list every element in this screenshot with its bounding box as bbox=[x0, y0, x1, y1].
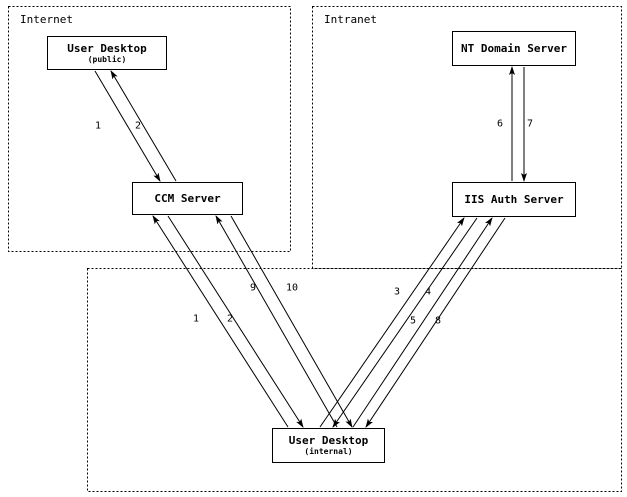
zone-label-intranet: Intranet bbox=[324, 13, 377, 26]
flow-label-flow-1-internal: 1 bbox=[192, 313, 200, 325]
node-title-iis-auth-server: IIS Auth Server bbox=[464, 193, 564, 206]
arrow-flow-3 bbox=[319, 217, 465, 428]
node-ccm-server[interactable]: CCM Server bbox=[132, 182, 243, 215]
arrow-flow-10 bbox=[230, 215, 353, 428]
flow-label-flow-7: 7 bbox=[526, 118, 534, 130]
arrow-flow-4 bbox=[332, 217, 478, 428]
flow-label-flow-5: 5 bbox=[409, 315, 417, 327]
flow-label-flow-6: 6 bbox=[496, 118, 504, 130]
zone-boundary-internet bbox=[8, 6, 291, 252]
node-title-user-desktop-internal: User Desktop bbox=[288, 434, 369, 447]
node-title-ccm-server: CCM Server bbox=[154, 192, 221, 205]
arrow-flow-8 bbox=[365, 217, 506, 428]
flow-label-flow-1-public: 1 bbox=[94, 120, 102, 132]
arrow-flow-2-internal bbox=[167, 215, 304, 428]
node-user-desktop-public[interactable]: User Desktop(public) bbox=[47, 36, 167, 70]
node-user-desktop-internal[interactable]: User Desktop(internal) bbox=[272, 428, 385, 463]
arrow-flow-5 bbox=[352, 217, 493, 428]
flow-label-flow-8: 8 bbox=[434, 315, 442, 327]
flow-label-flow-4: 4 bbox=[424, 286, 432, 298]
flow-label-flow-9: 9 bbox=[249, 282, 257, 294]
node-subtitle-user-desktop-public: (public) bbox=[87, 54, 127, 64]
flow-label-flow-3: 3 bbox=[393, 286, 401, 298]
node-subtitle-user-desktop-internal: (internal) bbox=[304, 447, 353, 456]
flow-label-flow-2-internal: 2 bbox=[226, 313, 234, 325]
node-iis-auth-server[interactable]: IIS Auth Server bbox=[452, 182, 576, 217]
arrow-flow-1-internal bbox=[152, 215, 289, 428]
flow-label-flow-2-public: 2 bbox=[134, 120, 142, 132]
arrow-flow-2-public bbox=[110, 70, 177, 182]
flow-label-flow-10: 10 bbox=[285, 282, 299, 294]
arrow-flow-9 bbox=[215, 215, 338, 428]
zone-boundary-internal bbox=[87, 268, 622, 492]
zone-label-internet: Internet bbox=[20, 13, 73, 26]
zone-boundary-intranet bbox=[312, 6, 622, 269]
flow-arrows bbox=[94, 66, 527, 428]
node-nt-domain-server[interactable]: NT Domain Server bbox=[452, 31, 576, 66]
node-title-user-desktop-public: User Desktop bbox=[67, 41, 147, 55]
zone-boundaries bbox=[8, 6, 622, 492]
node-title-nt-domain-server: NT Domain Server bbox=[461, 42, 567, 55]
arrow-flow-1-public bbox=[94, 70, 161, 182]
